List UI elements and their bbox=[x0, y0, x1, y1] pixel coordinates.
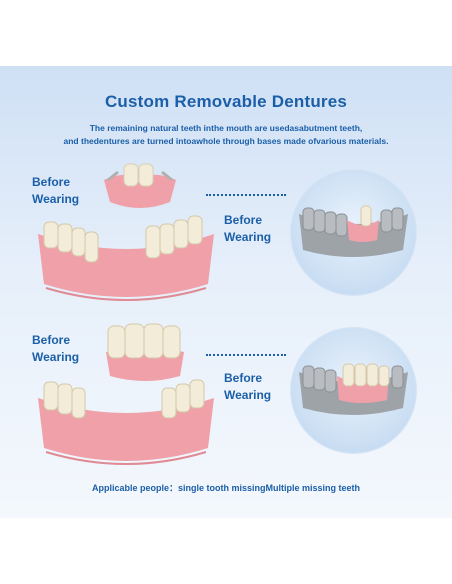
lower-jaw-model-2-image bbox=[38, 379, 214, 465]
subtitle-line-1: The remaining natural teeth inthe mouth … bbox=[89, 123, 363, 133]
row2-metal-framework-circle bbox=[291, 328, 416, 453]
metal-framework-2-image bbox=[299, 363, 408, 415]
page-title: Custom Removable Dentures bbox=[104, 92, 348, 111]
row1-connector-dots bbox=[206, 194, 286, 196]
row2-left-label: Before Wearing bbox=[32, 333, 80, 364]
row2-connector-dots bbox=[206, 354, 286, 356]
subtitle-line-2: and thedentures are turned intoawhole th… bbox=[63, 136, 389, 146]
row1-right-label: Before Wearing bbox=[224, 213, 272, 244]
applicable-people-note: Applicable people：single tooth missingMu… bbox=[91, 483, 361, 493]
lower-jaw-model-image bbox=[38, 215, 214, 301]
product-panel: Custom Removable Dentures The remaining … bbox=[0, 66, 452, 518]
metal-framework-image bbox=[299, 205, 408, 257]
partial-denture-bridge-image bbox=[106, 323, 184, 381]
row2-right-label: Before Wearing bbox=[224, 371, 272, 402]
row1-metal-framework-circle bbox=[291, 170, 416, 295]
partial-denture-image bbox=[104, 163, 176, 208]
row1-left-label: Before Wearing bbox=[32, 175, 80, 206]
